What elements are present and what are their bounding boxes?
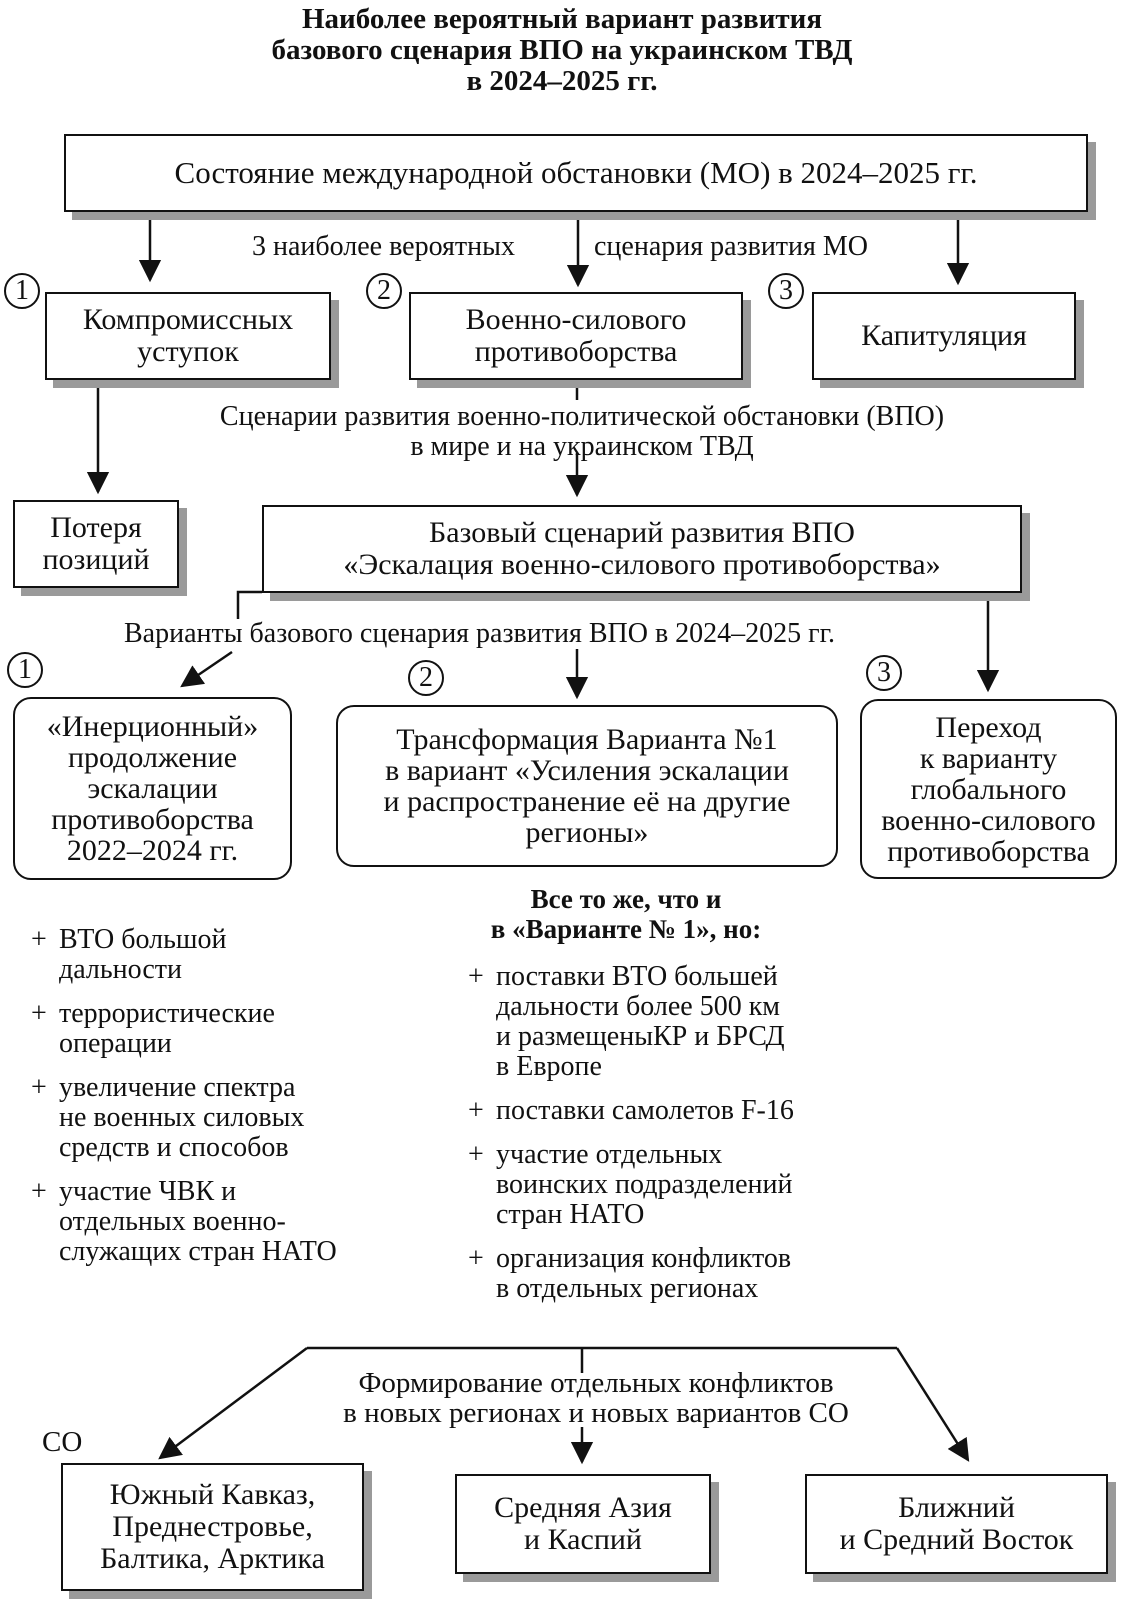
scenario-number-1: 1 — [4, 273, 40, 309]
list-item: + участие ЧВК и отдельных военно- служащ… — [31, 1176, 337, 1267]
list-item: + поставки самолетов F-16 — [468, 1095, 794, 1126]
co-label: СО — [42, 1426, 83, 1458]
scenario-military-box: Военно-силового противоборства — [409, 292, 743, 380]
variant-2-features-list: + поставки ВТО большей дальности более 5… — [468, 962, 888, 1318]
scenario-compromise-box: Компромиссных уступок — [45, 292, 331, 380]
arrow-to-variant-1 — [180, 650, 233, 688]
list-item: + поставки ВТО большей дальности более 5… — [468, 961, 785, 1082]
line-base-to-variant-1 — [236, 590, 262, 624]
variant-transformation-box: Трансформация Варианта №1 в вариант «Уси… — [336, 705, 838, 867]
scenario-number-2: 2 — [366, 273, 402, 309]
variants-label: Варианты базового сценария развития ВПО … — [120, 619, 839, 649]
variant-2-header: Все то же, что и в «Варианте № 1», но: — [490, 884, 762, 944]
scenario-number-3: 3 — [768, 273, 804, 309]
mo-scenarios-label-right: сценария развития МО — [590, 232, 873, 262]
arrow-to-region-1 — [158, 1346, 308, 1460]
list-item: + участие отдельных воинских подразделен… — [468, 1139, 793, 1230]
list-item: + террористические операции — [31, 998, 275, 1059]
formation-label: Формирование отдельных конфликтов в новы… — [343, 1367, 849, 1429]
list-item: + ВТО большой дальности — [31, 924, 227, 985]
variant-number-2: 2 — [408, 660, 444, 696]
region-caucasus-box: Южный Кавказ, Преднестровье, Балтика, Ар… — [61, 1463, 364, 1591]
vpo-scenarios-label: Сценарии развития военно-политической об… — [219, 401, 945, 462]
variant-1-features-list: + ВТО большой дальности + террористическ… — [31, 925, 411, 1281]
list-item: + организация конфликтов в отдельных рег… — [468, 1243, 792, 1304]
arrow-to-region-3 — [895, 1347, 970, 1462]
loss-of-positions-box: Потеря позиций — [13, 500, 179, 588]
list-item: + увеличение спектра не военных силовых … — [31, 1072, 305, 1163]
variant-number-3: 3 — [866, 655, 902, 691]
region-central-asia-box: Средняя Азия и Каспий — [455, 1474, 711, 1574]
base-scenario-box: Базовый сценарий развития ВПО «Эскалация… — [262, 505, 1022, 593]
variant-number-1: 1 — [7, 652, 43, 688]
region-middle-east-box: Ближний и Средний Восток — [805, 1474, 1108, 1574]
mo-scenarios-label-left: 3 наиболее вероятных — [248, 232, 519, 262]
variant-inertial-box: «Инерционный» продолжение эскалации прот… — [13, 697, 292, 880]
scenario-capitulation-box: Капитуляция — [812, 292, 1076, 380]
page-title: Наиболее вероятный вариант развития базо… — [271, 3, 853, 97]
variant-global-box: Переход к варианту глобального военно-си… — [860, 699, 1117, 879]
international-situation-box: Состояние международной обстановки (МО) … — [64, 134, 1088, 212]
